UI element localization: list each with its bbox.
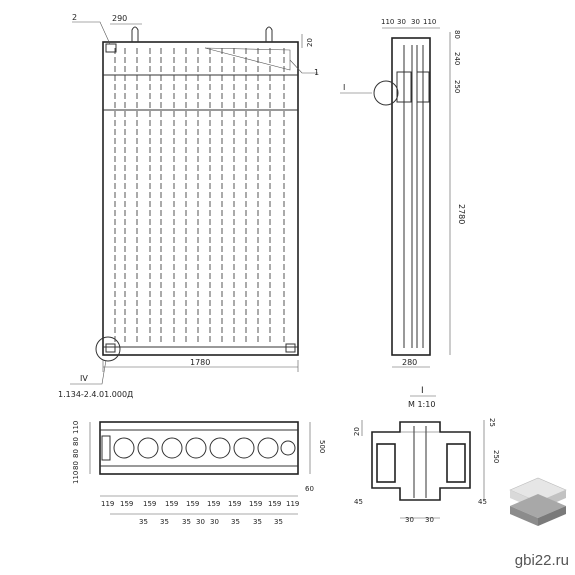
detail-title: I	[421, 386, 424, 396]
detail-frame-right	[446, 443, 466, 483]
watermark-text: gbi22.ru	[514, 552, 569, 569]
corner-detail-tl	[105, 43, 117, 53]
panel-outline	[102, 41, 299, 356]
side-dim-280: 280	[402, 358, 417, 367]
detail-dim-20: 20	[353, 427, 361, 436]
side-dim-240: 240	[453, 52, 461, 65]
detail-dim-30-b: 30	[425, 516, 434, 524]
callout-1: 1	[314, 68, 319, 77]
dim-290: 290	[112, 14, 127, 23]
detail-outline	[371, 421, 471, 501]
callout-2-leader	[72, 21, 111, 45]
dim-20: 20	[306, 38, 314, 47]
detail-i: I М 1:10 20 25 250 45 45 30 30	[353, 386, 500, 524]
sec-b1-0: 119	[101, 500, 114, 508]
sec-b2-4: 30	[210, 518, 219, 526]
detail-circle-i	[373, 80, 399, 106]
sec-b1-7: 159	[249, 500, 262, 508]
section-outline	[99, 421, 299, 475]
sec-b1-2: 159	[143, 500, 156, 508]
sec-b1-1: 159	[120, 500, 133, 508]
sec-b1-6: 159	[228, 500, 241, 508]
cross-section: 110 80 80 80 110 500 60 119 159 159 159 …	[72, 421, 326, 526]
sec-right-60: 60	[305, 485, 314, 493]
sec-b2-2: 35	[182, 518, 191, 526]
side-dim-250: 250	[453, 80, 461, 93]
side-dim-110-a: 110	[381, 18, 394, 26]
section-mark-i: I	[343, 83, 345, 92]
side-dim-2780: 2780	[457, 204, 466, 224]
detail-dim-45-b: 45	[478, 498, 487, 506]
detail-dim-30-a: 30	[405, 516, 414, 524]
side-outline	[391, 37, 431, 356]
elevation-view: 290 20 2 1 1780 IV 1.134-2.4.01.000Д	[58, 13, 319, 399]
sec-b2-6: 35	[253, 518, 262, 526]
corner-detail-bl	[105, 343, 116, 353]
sec-left-110-a: 110	[72, 471, 80, 484]
detail-circle-iv	[95, 336, 121, 362]
drawing-reference: 1.134-2.4.01.000Д	[58, 390, 133, 399]
sec-left-80-c: 80	[72, 437, 80, 446]
sec-b2-1: 35	[160, 518, 169, 526]
callout-1-leader	[289, 59, 318, 74]
side-dim-30-a: 30	[397, 18, 406, 26]
sec-left-80-a: 80	[72, 461, 80, 470]
void-circles	[113, 437, 296, 459]
sec-left-110-b: 110	[72, 421, 80, 434]
section-mark-iv: IV	[80, 374, 88, 383]
sec-b1-5: 159	[207, 500, 220, 508]
embedded-part	[204, 47, 291, 71]
sec-b2-7: 35	[274, 518, 283, 526]
detail-frame-left	[376, 443, 396, 483]
sec-b1-4: 159	[186, 500, 199, 508]
side-dim-80: 80	[453, 30, 461, 39]
sec-b1-8: 159	[268, 500, 281, 508]
side-dim-30-b: 30	[411, 18, 420, 26]
detail-scale: М 1:10	[408, 400, 435, 409]
sec-b2-0: 35	[139, 518, 148, 526]
side-dim-110-b: 110	[423, 18, 436, 26]
sec-b2-5: 35	[231, 518, 240, 526]
corner-detail-br	[285, 343, 296, 353]
sec-b1-9: 119	[286, 500, 299, 508]
sec-b2-3: 30	[196, 518, 205, 526]
side-insert	[396, 71, 412, 103]
detail-dim-45-a: 45	[354, 498, 363, 506]
side-view: 110 30 30 110 80 240 250 2780 I 280	[340, 18, 466, 368]
detail-dim-25: 25	[488, 418, 496, 427]
lifting-loop-right	[265, 26, 273, 42]
dim-1780: 1780	[190, 358, 210, 367]
detail-dim-250: 250	[492, 450, 500, 463]
void-lines	[114, 48, 285, 345]
callout-2: 2	[72, 13, 77, 22]
sec-right-500: 500	[318, 440, 326, 453]
sec-left-80-b: 80	[72, 449, 80, 458]
section-iv-leader	[70, 359, 107, 385]
stacked-slabs-logo	[509, 477, 567, 526]
sec-b1-3: 159	[165, 500, 178, 508]
lifting-loop-left	[131, 26, 139, 42]
